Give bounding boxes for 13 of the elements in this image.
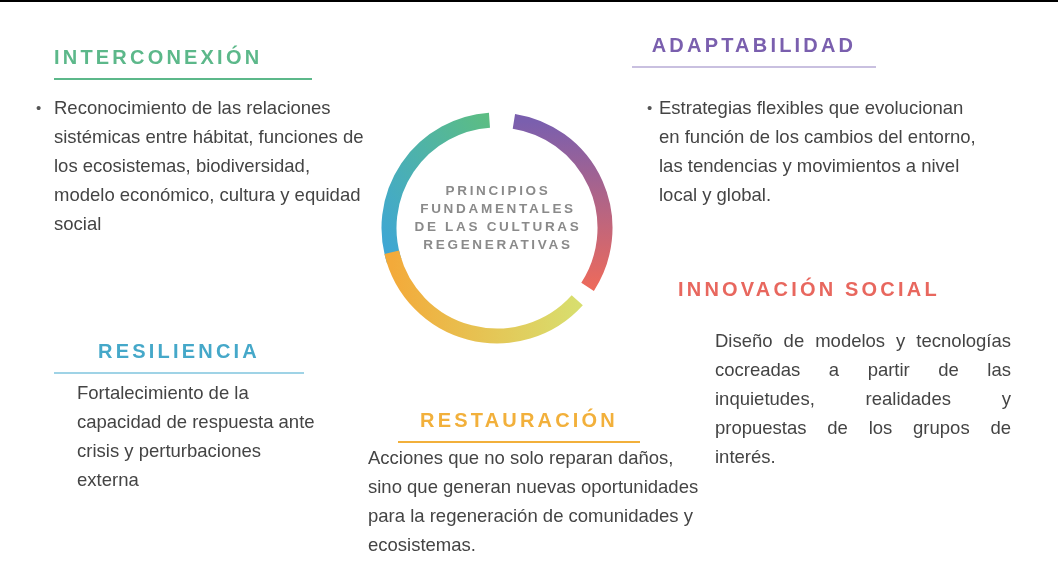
section-text: Reconocimiento de las relaciones sistémicas entre hábitat, funciones de los ecosistemas, biodiversidad, modelo económico, cultura y equidad social — [54, 96, 365, 236]
section-heading: ADAPTABILIDAD — [632, 30, 876, 68]
section-text: Diseño de modelos y tecnologías cocreadas a partir de las inquietudes, realidades y propuestas de los grupos de interés. — [715, 329, 1011, 469]
section-text: Estrategias flexibles que evolucionan en función de los cambios del entorno, las tendencias y movimientos a nivel local y global. — [659, 96, 977, 207]
bullet: • — [36, 98, 42, 118]
section-heading: RESTAURACIÓN — [398, 405, 640, 443]
section-text: Fortalecimiento de la capacidad de respuesta ante crisis y perturbaciones externa — [77, 381, 316, 492]
section-text: Acciones que no solo reparan daños, sino que generan nuevas oportunidades para la regeneración de comunidades y ecosistemas. — [368, 446, 700, 557]
bullet: • — [647, 98, 653, 118]
section-heading: INNOVACIÓN SOCIAL — [678, 276, 941, 302]
section-heading: RESILIENCIA — [54, 336, 304, 374]
section-heading: INTERCONEXIÓN — [54, 42, 312, 80]
center-title: PRINCIPIOS FUNDAMENTALES DE LAS CULTURAS REGENERATIVAS — [412, 182, 584, 254]
